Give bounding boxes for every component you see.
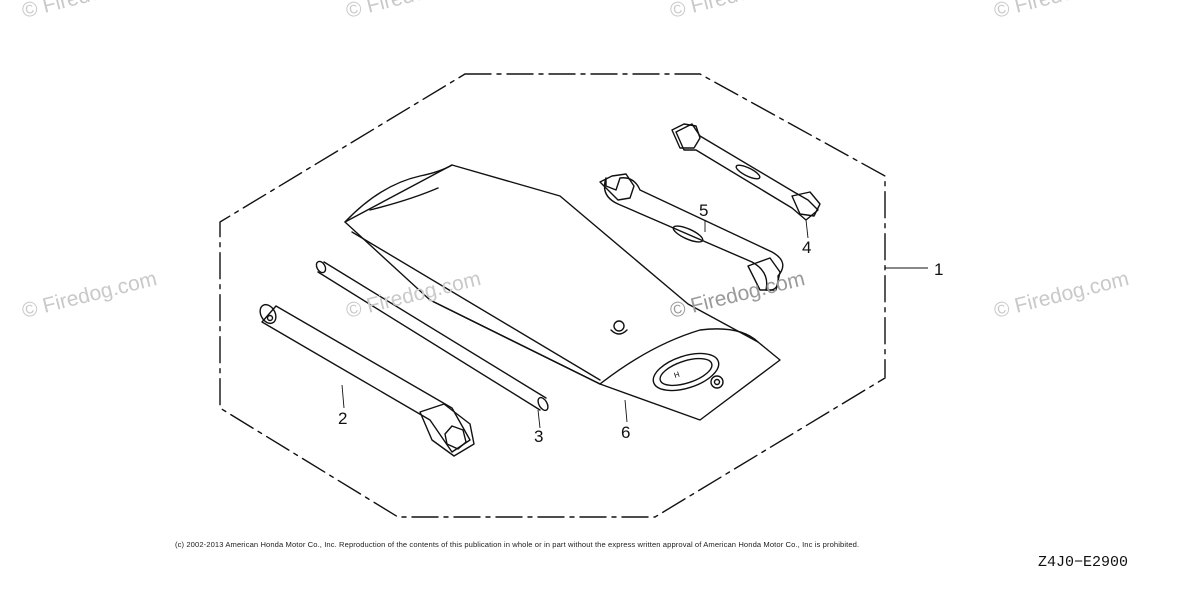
tool-bag-illustration: ᴴ bbox=[344, 164, 781, 421]
group-boundary bbox=[219, 73, 886, 518]
watermarks-top: © Firedo © Firedo © Firedo © Firedo bbox=[20, 0, 1076, 23]
callout-5: 5 bbox=[699, 201, 708, 220]
leader-line-2 bbox=[341, 384, 345, 409]
leader-line-3 bbox=[537, 409, 541, 429]
watermark-top-2: © Firedo bbox=[344, 0, 428, 23]
leader-line-6 bbox=[624, 399, 628, 423]
leader-line-4 bbox=[805, 219, 809, 239]
watermark-top-4: © Firedo bbox=[992, 0, 1076, 23]
handle-bar-illustration bbox=[315, 260, 549, 412]
callout-1: 1 bbox=[934, 260, 943, 279]
watermark-top-3: © Firedo bbox=[668, 0, 752, 23]
box-wrench-illustration bbox=[259, 303, 475, 457]
watermark-mid-4: © Firedog.com bbox=[992, 267, 1131, 323]
watermark-top-1: © Firedo bbox=[20, 0, 104, 23]
callout-6: 6 bbox=[621, 423, 630, 442]
watermark-mid-3: © Firedog.com bbox=[668, 267, 807, 323]
diagram-code: Z4J0−E2900 bbox=[1037, 554, 1128, 571]
callout-3: 3 bbox=[534, 427, 543, 446]
watermark-mid-1: © Firedog.com bbox=[20, 267, 159, 323]
wrench-8x10-illustration bbox=[671, 123, 821, 221]
callout-2: 2 bbox=[338, 409, 347, 428]
copyright-notice: (c) 2002-2013 American Honda Motor Co., … bbox=[175, 540, 860, 549]
watermarks-middle: © Firedog.com © Firedog.com © Firedog.co… bbox=[20, 267, 1131, 323]
wrench-10x12-illustration bbox=[599, 173, 784, 291]
bag-logo-mark: ᴴ bbox=[673, 370, 681, 383]
callout-4: 4 bbox=[802, 238, 811, 257]
watermark-mid-2: © Firedog.com bbox=[344, 267, 483, 323]
